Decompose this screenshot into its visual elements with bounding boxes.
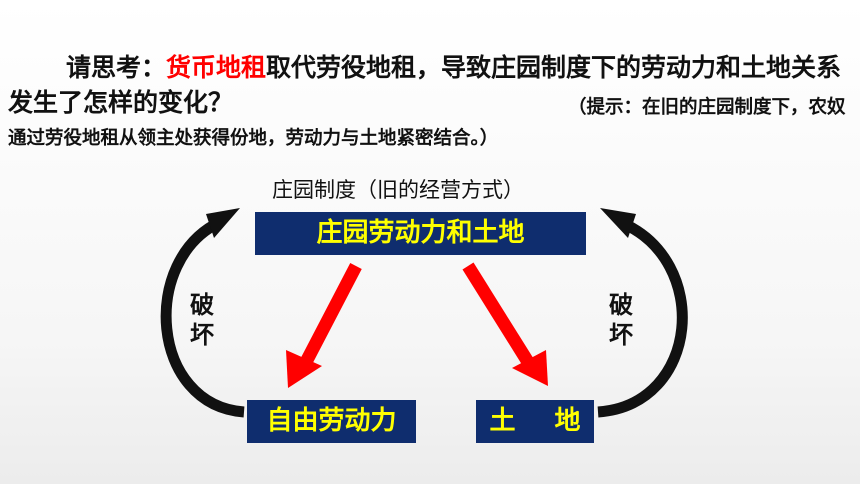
box-free-labor: 自由劳动力 <box>247 400 416 443</box>
diagram-caption: 庄园制度（旧的经营方式） <box>272 178 524 202</box>
label-destroy-right-char1: 破 <box>609 291 633 319</box>
red-arrow-right <box>462 262 548 386</box>
left-curved-arrowhead <box>206 208 240 238</box>
right-curved-arrowhead <box>600 208 636 238</box>
red-arrow-left <box>286 262 362 388</box>
hint-body: （提示：在旧的庄园制度下，农奴通过劳役地租从领主处获得份地，劳动力与土地紧密结合… <box>8 97 846 149</box>
box-land: 土 地 <box>476 400 594 443</box>
label-destroy-left: 破 坏 <box>187 290 217 350</box>
left-curved-arrow <box>160 217 245 418</box>
label-destroy-right-char2: 坏 <box>609 321 633 349</box>
label-destroy-right: 破 坏 <box>606 290 636 350</box>
label-destroy-left-char2: 坏 <box>190 321 214 349</box>
question-rest: 取代劳役地租，导致庄园制度下的劳动力和土地关系发生了怎样的变化？ <box>8 53 842 117</box>
question-text: 请思考：货币地租取代劳役地租，导致庄园制度下的劳动力和土地关系发生了怎样的变化？ <box>8 50 852 120</box>
right-curved-arrow <box>597 216 688 418</box>
question-highlight: 货币地租 <box>166 53 267 82</box>
question-prefix: 请思考： <box>66 53 167 82</box>
hint-text: （提示：在旧的庄园制度下，农奴通过劳役地租从领主处获得份地，劳动力与土地紧密结合… <box>8 92 852 154</box>
label-destroy-left-char1: 破 <box>190 291 214 319</box>
box-manor-labor-and-land: 庄园劳动力和土地 <box>255 212 586 255</box>
